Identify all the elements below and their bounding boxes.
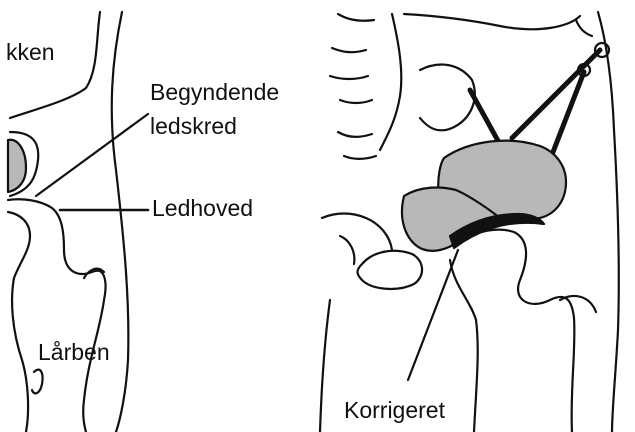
left-femur-neck-top — [8, 199, 106, 432]
right-lower-contour — [320, 300, 330, 432]
right-femur-shaft-inner — [450, 260, 478, 432]
iliac-wing — [404, 14, 580, 29]
label-ledhoved: Ledhoved — [152, 196, 253, 221]
left-lesser-trochanter — [32, 370, 43, 394]
sacrum-stroke-5 — [338, 132, 372, 137]
sacrum-stroke-4 — [340, 100, 372, 103]
pubic-edge — [322, 214, 392, 251]
sacrum-stroke-2 — [332, 48, 366, 52]
sacrum-stroke-6 — [344, 156, 376, 159]
obturator-foramen — [358, 251, 423, 289]
right-hip-illustration — [320, 12, 619, 432]
left-body-contour — [112, 12, 129, 432]
label-begyndende: Begyndende — [150, 80, 279, 105]
iliac-crest — [420, 65, 475, 131]
ischium-edge — [340, 236, 354, 264]
left-hip-illustration — [8, 12, 148, 432]
begyndende-leader-line — [36, 114, 148, 196]
sacrum-stroke-1 — [338, 14, 374, 21]
right-body-contour-2 — [576, 20, 592, 36]
label-korrigeret: Korrigeret — [344, 398, 445, 423]
right-body-contour — [598, 12, 619, 432]
right-femur-shaft-outer — [456, 230, 574, 432]
pin-2 — [512, 50, 600, 138]
sacrum-stroke-3 — [330, 76, 368, 79]
label-ledskred: ledskred — [150, 114, 237, 139]
label-kken: kken — [6, 40, 55, 65]
label-larben: Lårben — [38, 340, 110, 365]
sacrum-edge — [380, 14, 401, 150]
left-femur-neck-bottom — [8, 212, 30, 432]
korrigeret-leader-line — [408, 250, 458, 380]
right-trochanter — [560, 296, 596, 312]
left-slipped-epiphysis — [8, 140, 26, 192]
